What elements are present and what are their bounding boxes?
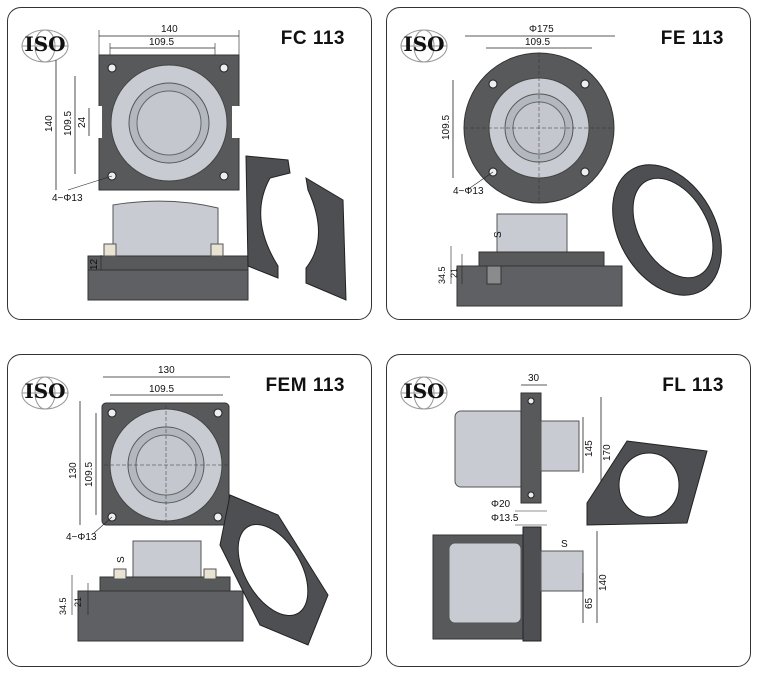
dim-offset: 24	[77, 116, 88, 128]
fe113-drawing: Φ175 109.5 109.5 4−Φ13 S 34.5 21	[437, 24, 722, 307]
dim-width-outer: 130	[158, 365, 175, 376]
iso-logo: ISO	[20, 28, 70, 64]
panel-title: FE 113	[660, 28, 724, 49]
iso-logo: ISO	[20, 375, 70, 411]
panel-fl113: ISO FL 113 30 145 170 Φ20 Φ13.5 S 140 65	[386, 354, 751, 667]
dim-h2-outer: 140	[598, 574, 609, 591]
iso-text: ISO	[403, 32, 445, 56]
fem113-drawing: 130 109.5 130 109.5 4−Φ13 S 34.5 21	[58, 365, 329, 646]
panel-fe113: ISO FE 113 Φ175 109.5 109.5 4−Φ13 S 34.5…	[386, 7, 751, 320]
panel-fc113: ISO FC 113 140 109.5 140 109.5 24 4−Φ13	[7, 7, 372, 320]
dim-s: S	[561, 539, 568, 550]
panel-title: FC 113	[280, 28, 345, 49]
dim-h-outer: 34.5	[437, 266, 447, 284]
panel-title: FL 113	[662, 375, 724, 396]
dim-height-inner: 109.5	[441, 115, 452, 140]
dim-h-outer: 34.5	[58, 597, 68, 615]
dim-h-inner: 21	[73, 597, 83, 607]
dim-thickness: 12	[89, 258, 100, 270]
dim-h-outer: 170	[602, 444, 613, 461]
dim-h2-inner: 65	[584, 597, 595, 609]
dim-h-inner: 145	[584, 440, 595, 457]
dim-width-inner: 109.5	[149, 384, 174, 395]
iso-logo: ISO	[399, 375, 449, 411]
dim-width-inner: 109.5	[525, 37, 550, 48]
fl113-drawing: 30 145 170 Φ20 Φ13.5 S 140 65	[432, 373, 708, 642]
dim-holes: 4−Φ13	[52, 193, 83, 204]
dim-width-outer: 140	[161, 24, 178, 35]
dim-s: S	[116, 556, 127, 563]
dim-holes: 4−Φ13	[453, 186, 484, 197]
dim-height-outer: 130	[68, 462, 79, 479]
iso-logo: ISO	[399, 28, 449, 64]
panel-fem113: ISO FEM 113 130 109.5 130 109.5 4−Φ13 S …	[7, 354, 372, 667]
dim-diameter: Φ175	[529, 24, 554, 35]
iso-text: ISO	[24, 379, 66, 403]
dim-d-outer: Φ20	[491, 499, 511, 510]
dim-height-outer: 140	[44, 115, 55, 132]
dim-width-inner: 109.5	[149, 37, 174, 48]
dim-h-inner: 21	[449, 268, 459, 278]
iso-text: ISO	[24, 32, 66, 56]
dim-d-inner: Φ13.5	[491, 513, 519, 524]
dim-s: S	[493, 231, 504, 238]
dim-thickness: 30	[528, 373, 540, 384]
panel-title: FEM 113	[265, 375, 345, 396]
dim-holes: 4−Φ13	[66, 532, 97, 543]
fc113-drawing: 140 109.5 140 109.5 24 4−Φ13 12	[44, 24, 347, 301]
iso-text: ISO	[403, 379, 445, 403]
dim-height-inner: 109.5	[84, 462, 95, 487]
dim-height-inner: 109.5	[63, 111, 74, 136]
